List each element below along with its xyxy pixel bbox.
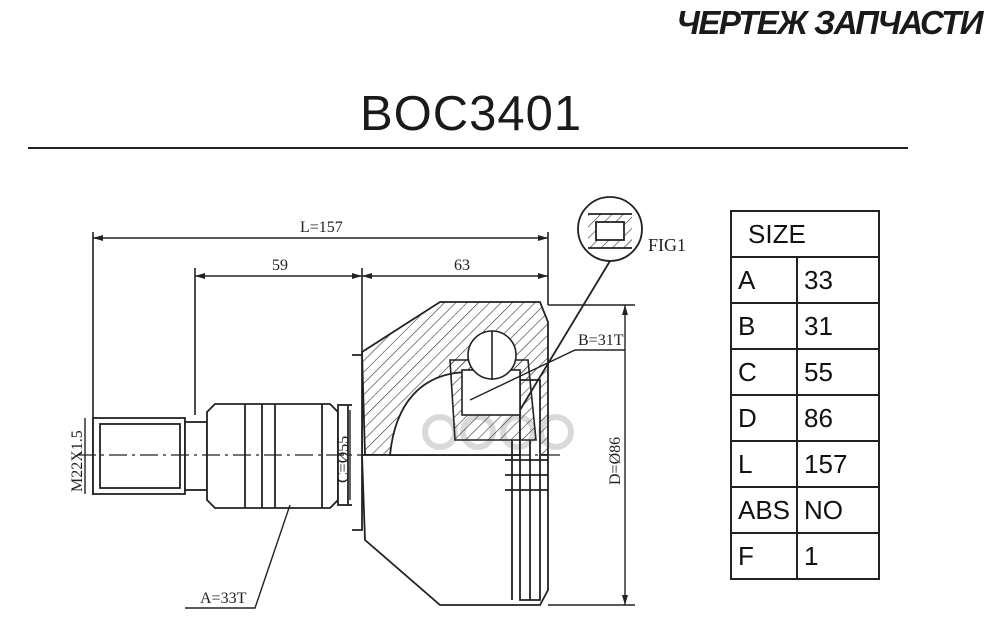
spec-table-row: B 31	[729, 302, 881, 350]
spec-key: D	[729, 394, 799, 442]
dimension-label-a: A=33T	[200, 590, 247, 607]
spec-key: L	[729, 440, 799, 488]
spec-table-header-row: SIZE	[729, 210, 881, 258]
spec-value: 86	[796, 394, 881, 442]
spec-table-row: L 157	[729, 440, 881, 488]
spec-table-header: SIZE	[729, 210, 881, 258]
dimension-label-thread: M22X1.5	[69, 430, 86, 492]
dimension-label-b: B=31T	[578, 332, 624, 349]
spec-value: 157	[796, 440, 881, 488]
spec-table-row: D 86	[729, 394, 881, 442]
brand-title: ЧЕРТЕЖ ЗАПЧАСТИ	[676, 4, 983, 41]
spec-value: 1	[796, 532, 881, 580]
stub-shaft	[92, 354, 363, 531]
spec-value: 55	[796, 348, 881, 396]
dimension-label-c: C=Ø55	[335, 436, 352, 483]
spec-key: A	[729, 256, 799, 304]
fig1-label: FIG1	[648, 235, 686, 255]
spec-value: NO	[796, 486, 881, 534]
dimension-label-63: 63	[454, 257, 470, 274]
dimension-label-d: D=Ø86	[607, 437, 624, 485]
spec-key: F	[729, 532, 799, 580]
spec-key: C	[729, 348, 799, 396]
spec-key: B	[729, 302, 799, 350]
inner-race	[449, 330, 537, 441]
spec-value: 33	[796, 256, 881, 304]
title-divider	[28, 147, 908, 149]
dimension-label-59: 59	[272, 257, 288, 274]
leader-line-a	[185, 504, 291, 609]
spec-key: ABS	[729, 486, 799, 534]
fig1-detail	[519, 196, 643, 411]
size-spec-table: SIZE A 33 B 31 C 55 D 86 L 157 ABS NO F …	[729, 210, 881, 580]
spec-table-row: A 33	[729, 256, 881, 304]
dimension-label-L: L=157	[300, 219, 343, 236]
spec-value: 31	[796, 302, 881, 350]
spec-table-row: C 55	[729, 348, 881, 396]
brand-logo-watermark	[422, 414, 574, 450]
spec-table-row: ABS NO	[729, 486, 881, 534]
cv-joint-technical-drawing: L=157 59 63 FIG1 B=31T A=33T C=Ø55 D=Ø86…	[69, 196, 686, 609]
leader-line-b	[469, 349, 625, 401]
part-number-title: BOC3401	[360, 87, 583, 141]
spec-table-row: F 1	[729, 532, 881, 580]
